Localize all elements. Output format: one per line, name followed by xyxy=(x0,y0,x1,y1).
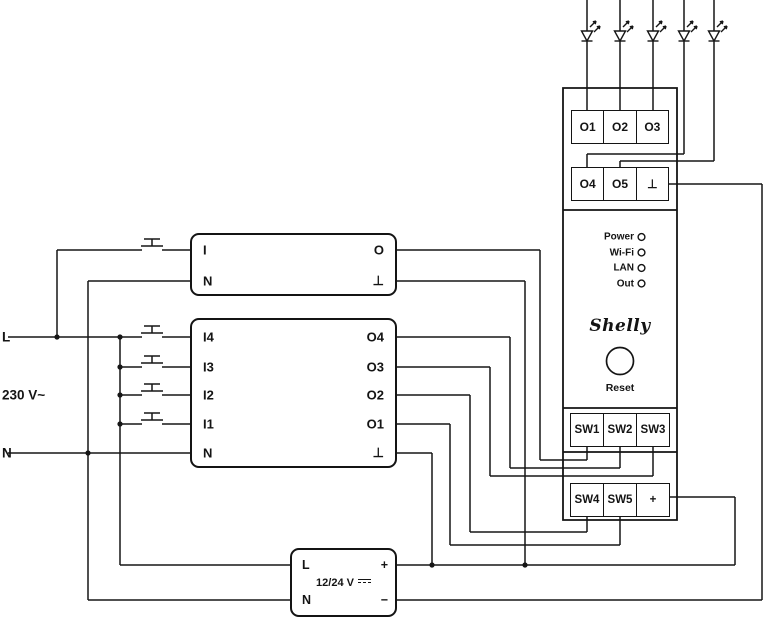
terminal-o3: O3 xyxy=(644,120,661,134)
relay4-terminal-i3: I3 xyxy=(203,359,214,375)
led-symbol xyxy=(707,20,728,43)
reset-button xyxy=(605,346,635,376)
label-neutral-n: N xyxy=(2,445,12,461)
terminal-o5: O5 xyxy=(604,168,637,200)
label-line-l: L xyxy=(2,329,11,345)
switch-symbol xyxy=(141,238,163,247)
relay-module-quad xyxy=(190,318,397,468)
terminal-sw4: SW4 xyxy=(571,484,604,516)
terminal-gnd: ⊥ xyxy=(647,177,658,191)
switch-symbol xyxy=(141,412,163,421)
switch-symbol xyxy=(141,355,163,364)
terminal-o2: O2 xyxy=(604,111,637,143)
junction-dots xyxy=(54,334,528,568)
terminal-plus: + xyxy=(649,494,657,506)
relay4-terminal-i4: I4 xyxy=(203,329,214,345)
status-label-lan: LAN xyxy=(613,262,634,274)
reset-label: Reset xyxy=(605,382,635,394)
terminal-sw5: SW5 xyxy=(604,484,637,516)
terminal-block-sw123: SW1 SW2 SW3 xyxy=(570,413,670,447)
status-label-wifi: Wi-Fi xyxy=(609,247,634,258)
relay1-terminal-gnd: ⊥ xyxy=(372,273,384,288)
terminal-o1: O1 xyxy=(572,111,605,143)
terminal-o4: O4 xyxy=(572,168,605,200)
relay4-terminal-n: N xyxy=(203,445,213,461)
led-symbols xyxy=(580,20,728,43)
status-led-dots xyxy=(637,232,646,288)
relay4-terminal-o3: O3 xyxy=(366,359,384,375)
terminal-block-outputs-123: O1 O2 O3 xyxy=(571,110,669,144)
relay4-terminal-gnd: ⊥ xyxy=(372,445,384,460)
relay4-terminal-o1: O1 xyxy=(366,416,384,432)
led-symbol xyxy=(646,20,667,43)
power-supply xyxy=(290,548,397,617)
relay4-terminal-o2: O2 xyxy=(366,387,384,403)
psu-rating: 12/24 V xyxy=(292,577,395,589)
terminal-block-sw45-plus: SW4 SW5 + xyxy=(570,483,670,517)
terminal-block-outputs-45: O4 O5 ⊥ xyxy=(571,167,669,201)
psu-terminal-plus: + xyxy=(380,558,388,572)
relay1-terminal-n: N xyxy=(203,273,213,289)
switch-symbol xyxy=(141,325,163,334)
device-outline xyxy=(562,87,678,521)
status-label-power: Power xyxy=(603,231,634,243)
psu-rating-text: 12/24 V xyxy=(316,577,354,589)
relay4-terminal-i1: I1 xyxy=(203,416,214,432)
led-symbol xyxy=(580,20,601,43)
psu-terminal-n: N xyxy=(302,593,312,607)
relay-module-single xyxy=(190,233,397,296)
brand-logo: Shelly xyxy=(589,316,651,336)
dc-symbol xyxy=(357,579,371,587)
label-supply-voltage: 230 V~ xyxy=(2,387,46,403)
relay4-terminal-i2: I2 xyxy=(203,387,214,403)
switch-symbol xyxy=(141,383,163,392)
wire-routes xyxy=(8,0,763,601)
psu-terminal-minus: − xyxy=(380,593,388,607)
relay1-terminal-i: I xyxy=(203,242,207,258)
terminal-sw1: SW1 xyxy=(571,414,604,446)
psu-terminal-l: L xyxy=(302,558,310,572)
led-symbol xyxy=(677,20,698,43)
terminal-sw3: SW3 xyxy=(640,424,666,436)
terminal-sw2: SW2 xyxy=(604,414,637,446)
status-label-out: Out xyxy=(616,278,634,289)
relay1-terminal-o: O xyxy=(373,242,384,258)
relay4-terminal-o4: O4 xyxy=(366,329,384,345)
led-symbol xyxy=(613,20,634,43)
